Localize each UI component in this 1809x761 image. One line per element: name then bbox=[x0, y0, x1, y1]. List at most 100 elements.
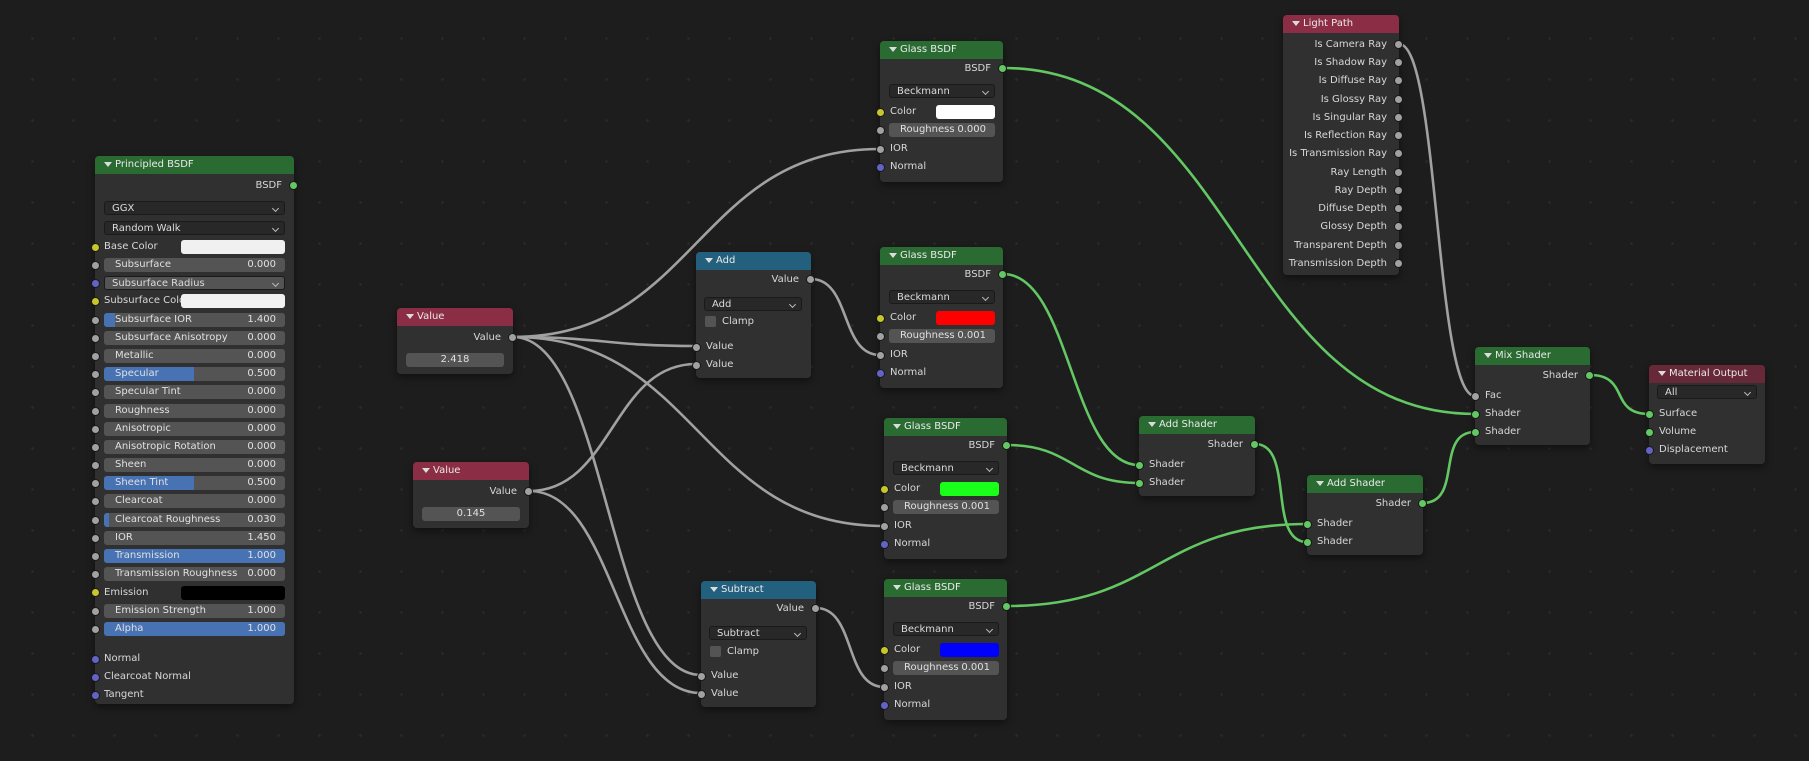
diffuse-depth-socket[interactable] bbox=[1394, 204, 1403, 213]
glass-bsdf-node-2[interactable]: Glass BSDF BSDF Beckmann Color Roughness… bbox=[876, 247, 1007, 388]
normal-socket[interactable] bbox=[876, 163, 885, 172]
shader-input-socket-1[interactable] bbox=[1135, 461, 1144, 470]
roughness-socket[interactable] bbox=[880, 664, 889, 673]
ray-length-socket[interactable] bbox=[1394, 168, 1403, 177]
ior-socket[interactable] bbox=[876, 351, 885, 360]
node-header[interactable]: Glass BSDF bbox=[884, 579, 1007, 597]
anisotropic-socket[interactable] bbox=[91, 425, 100, 434]
tangent-socket[interactable] bbox=[91, 691, 100, 700]
node-header[interactable]: Glass BSDF bbox=[884, 418, 1007, 436]
principled-bsdf-node[interactable]: Principled BSDF BSDF GGX Random Walk Bas… bbox=[91, 156, 298, 704]
bsdf-output-socket[interactable] bbox=[1002, 441, 1011, 450]
is-diffuse-ray-socket[interactable] bbox=[1394, 76, 1403, 85]
glass-bsdf-node-4[interactable]: Glass BSDF BSDF Beckmann Color Roughness… bbox=[880, 579, 1011, 720]
roughness-socket[interactable] bbox=[91, 407, 100, 416]
subsurface-radius-socket[interactable] bbox=[91, 279, 100, 288]
subsurface-socket[interactable] bbox=[91, 261, 100, 270]
color-swatch[interactable] bbox=[936, 105, 995, 119]
subtract-math-node[interactable]: Subtract Value Subtract Clamp Value Valu… bbox=[697, 581, 820, 707]
sheen-socket[interactable] bbox=[91, 461, 100, 470]
distribution-dropdown[interactable]: Beckmann bbox=[889, 290, 995, 304]
operation-dropdown[interactable]: Subtract bbox=[709, 626, 807, 640]
shader-output-socket[interactable] bbox=[1585, 371, 1594, 380]
shader-output-socket[interactable] bbox=[1250, 440, 1259, 449]
clamp-checkbox[interactable]: Clamp bbox=[705, 315, 785, 329]
material-output-node[interactable]: Material Output All Surface Volume Displ… bbox=[1645, 365, 1765, 464]
value-input-socket-1[interactable] bbox=[692, 343, 701, 352]
node-header[interactable]: Glass BSDF bbox=[880, 247, 1003, 265]
value-output-socket[interactable] bbox=[811, 604, 820, 613]
color-socket[interactable] bbox=[880, 485, 889, 494]
value-output-socket[interactable] bbox=[524, 487, 533, 496]
color-socket[interactable] bbox=[876, 108, 885, 117]
node-header[interactable]: Glass BSDF bbox=[880, 41, 1003, 59]
specular-tint-socket[interactable] bbox=[91, 388, 100, 397]
add-math-node[interactable]: Add Value Add Clamp Value Value bbox=[692, 252, 815, 378]
base-color-socket[interactable] bbox=[91, 243, 100, 252]
normal-socket[interactable] bbox=[91, 655, 100, 664]
color-swatch[interactable] bbox=[936, 311, 995, 325]
value-output-socket[interactable] bbox=[508, 333, 517, 342]
bsdf-output-socket[interactable] bbox=[998, 64, 1007, 73]
is-reflection-ray-socket[interactable] bbox=[1394, 131, 1403, 140]
clearcoat-normal-socket[interactable] bbox=[91, 673, 100, 682]
normal-socket[interactable] bbox=[880, 540, 889, 549]
ior-socket[interactable] bbox=[876, 145, 885, 154]
color-swatch[interactable] bbox=[940, 643, 999, 657]
add-shader-node-2[interactable]: Add Shader Shader Shader Shader bbox=[1303, 475, 1427, 555]
target-dropdown[interactable]: All bbox=[1657, 385, 1757, 399]
subsurface-color-socket[interactable] bbox=[91, 297, 100, 306]
shader-input-socket-2[interactable] bbox=[1135, 479, 1144, 488]
emission-swatch[interactable] bbox=[181, 586, 285, 600]
value-input-socket-2[interactable] bbox=[697, 690, 706, 699]
mix-shader-node[interactable]: Mix Shader Shader Fac Shader Shader bbox=[1471, 347, 1594, 445]
volume-socket[interactable] bbox=[1645, 428, 1654, 437]
color-swatch[interactable] bbox=[940, 482, 999, 496]
value-input-socket-2[interactable] bbox=[692, 361, 701, 370]
add-shader-node-1[interactable]: Add Shader Shader Shader Shader bbox=[1135, 416, 1259, 496]
shader-input-socket-1[interactable] bbox=[1303, 520, 1312, 529]
is-camera-ray-socket[interactable] bbox=[1394, 40, 1403, 49]
color-socket[interactable] bbox=[876, 314, 885, 323]
operation-dropdown[interactable]: Add bbox=[704, 297, 802, 311]
emission-socket[interactable] bbox=[91, 588, 100, 597]
transmission-depth-socket[interactable] bbox=[1394, 259, 1403, 268]
node-header[interactable]: Value bbox=[397, 308, 513, 326]
subsurface-anisotropy-socket[interactable] bbox=[91, 334, 100, 343]
anisotropic-rotation-socket[interactable] bbox=[91, 443, 100, 452]
transmission-socket[interactable] bbox=[91, 552, 100, 561]
is-glossy-ray-socket[interactable] bbox=[1394, 95, 1403, 104]
shader-input-socket-1[interactable] bbox=[1471, 410, 1480, 419]
distribution-dropdown[interactable]: Beckmann bbox=[893, 622, 999, 636]
subsurface-color-swatch[interactable] bbox=[181, 294, 285, 308]
node-header[interactable]: Add Shader bbox=[1139, 416, 1255, 434]
distribution-dropdown[interactable]: Beckmann bbox=[893, 461, 999, 475]
node-header[interactable]: Principled BSDF bbox=[95, 156, 294, 174]
node-header[interactable]: Subtract bbox=[701, 581, 816, 599]
distribution-dropdown[interactable]: GGX bbox=[104, 201, 285, 215]
ray-depth-socket[interactable] bbox=[1394, 186, 1403, 195]
bsdf-output-socket[interactable] bbox=[998, 270, 1007, 279]
fac-socket[interactable] bbox=[1471, 392, 1480, 401]
shader-input-socket-2[interactable] bbox=[1303, 538, 1312, 547]
node-header[interactable]: Mix Shader bbox=[1475, 347, 1590, 365]
glossy-depth-socket[interactable] bbox=[1394, 222, 1403, 231]
bsdf-output-socket[interactable] bbox=[1002, 602, 1011, 611]
roughness-socket[interactable] bbox=[876, 126, 885, 135]
